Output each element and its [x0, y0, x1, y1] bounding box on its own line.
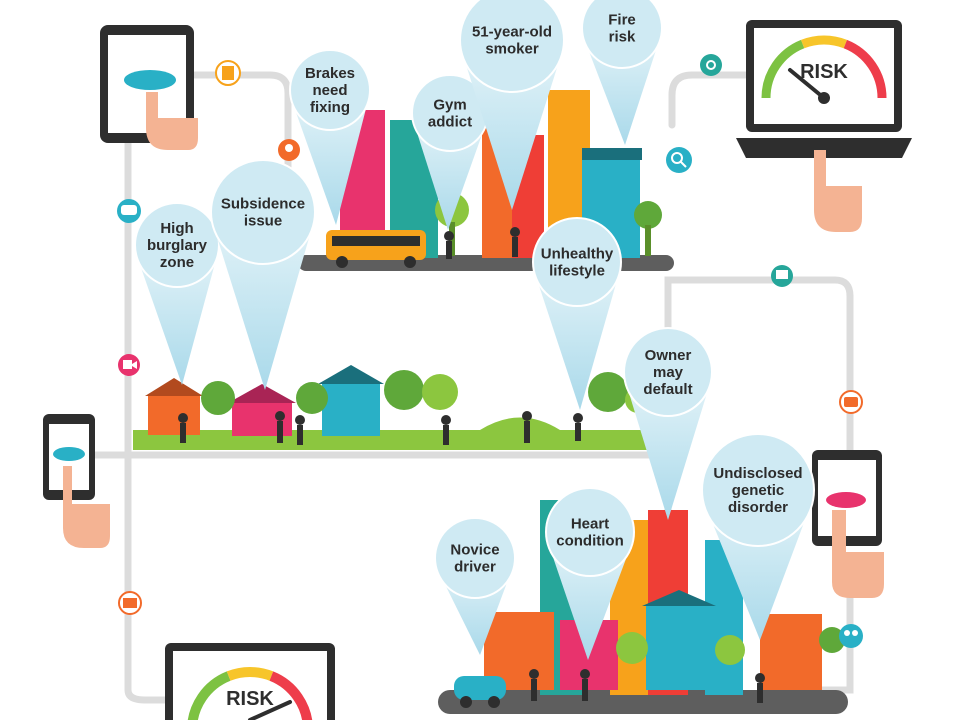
pin-label-line: High	[160, 220, 193, 237]
hand-icon	[814, 150, 862, 232]
gauge-arc-low	[761, 39, 805, 99]
risk-gauge-top: RISK	[761, 35, 887, 104]
pin-head	[134, 202, 220, 288]
car	[454, 676, 506, 708]
neighbourhood-houses	[145, 365, 651, 436]
video-icon	[118, 354, 140, 376]
group-icon	[839, 624, 863, 648]
pin-label-line: may	[653, 364, 684, 381]
pin-label-line: issue	[244, 213, 282, 230]
pin-tail	[533, 267, 621, 410]
gauge-arcs	[187, 667, 313, 720]
network-icons	[117, 54, 863, 648]
camera-icon	[839, 390, 863, 414]
pin-label-line: lifestyle	[549, 263, 605, 280]
pin-label-line: smoker	[485, 41, 539, 58]
pin-label-line: Novice	[450, 542, 499, 559]
phone-left	[43, 414, 110, 548]
risk-gauge-bottom: RISK	[187, 667, 313, 720]
mail-icon	[118, 591, 142, 615]
pin-head	[701, 433, 815, 547]
pin-label-line: burglary	[147, 237, 208, 254]
risk-label: RISK	[800, 61, 848, 83]
gauge-needle	[788, 68, 826, 100]
pin-head	[459, 0, 565, 93]
tablet-top-left	[100, 25, 198, 150]
cloud-icon	[826, 492, 866, 508]
cloud-icon	[124, 70, 176, 90]
pin-head	[532, 217, 622, 307]
gauge-arc-high	[843, 39, 887, 99]
hand-icon	[146, 92, 198, 150]
pin-label-line: Heart	[571, 516, 609, 533]
gauge-arc-mid	[800, 35, 848, 49]
pin-label-line: genetic	[732, 482, 785, 499]
chat-icon	[117, 199, 141, 223]
pin-label-line: default	[643, 381, 692, 398]
pin-label-line: Unhealthy	[541, 246, 614, 263]
gauge-needle	[248, 700, 292, 720]
pin-label-line: Subsidence	[221, 196, 305, 213]
pin-tail	[211, 218, 315, 390]
pin-head	[581, 0, 663, 69]
hand-icon	[832, 510, 884, 598]
pin-label-line: 51-year-old	[472, 24, 552, 41]
pin-tail	[290, 93, 370, 225]
gauge-pivot	[818, 92, 830, 104]
pin-head	[545, 487, 635, 577]
gauge-arc-high	[269, 671, 313, 720]
risk-label: RISK	[226, 688, 274, 710]
location-icon	[278, 139, 300, 161]
pin-label-line: Undisclosed	[713, 465, 802, 482]
pin-label-line: Gym	[433, 97, 466, 114]
cloud-icon	[53, 447, 85, 461]
pin-label-line: Owner	[645, 347, 692, 364]
gauge-arcs	[761, 35, 887, 99]
pin-label-line: condition	[556, 533, 624, 550]
pin-tail	[624, 378, 712, 520]
document-icon	[215, 60, 241, 86]
pin-head	[210, 159, 316, 265]
hand-icon	[63, 466, 110, 548]
gauge-arc-mid	[226, 667, 274, 681]
pin-head	[434, 517, 516, 599]
search-icon	[666, 147, 692, 173]
pin-head	[623, 327, 713, 417]
presentation-icon	[771, 265, 793, 287]
pin-head	[289, 49, 371, 131]
people	[178, 227, 765, 703]
bus	[326, 230, 426, 268]
pin-label-line: Brakes	[305, 65, 355, 82]
gauge-arc-low	[187, 671, 231, 720]
pin-label-line: driver	[454, 559, 496, 576]
pin-label-line: Fire	[608, 12, 636, 29]
pin-label-line: risk	[609, 29, 636, 46]
phone-right	[812, 450, 884, 598]
at-icon	[700, 54, 722, 76]
road-bottom	[438, 690, 848, 714]
pin-label-line: zone	[160, 254, 194, 271]
pin-label-line: addict	[428, 114, 472, 131]
pin-label-line: need	[312, 82, 347, 99]
pin-tail	[135, 249, 219, 385]
pin-label-line: fixing	[310, 99, 350, 116]
laptop-top-right	[736, 20, 912, 232]
pin-label-line: disorder	[728, 499, 788, 516]
pin-tail	[460, 47, 564, 210]
